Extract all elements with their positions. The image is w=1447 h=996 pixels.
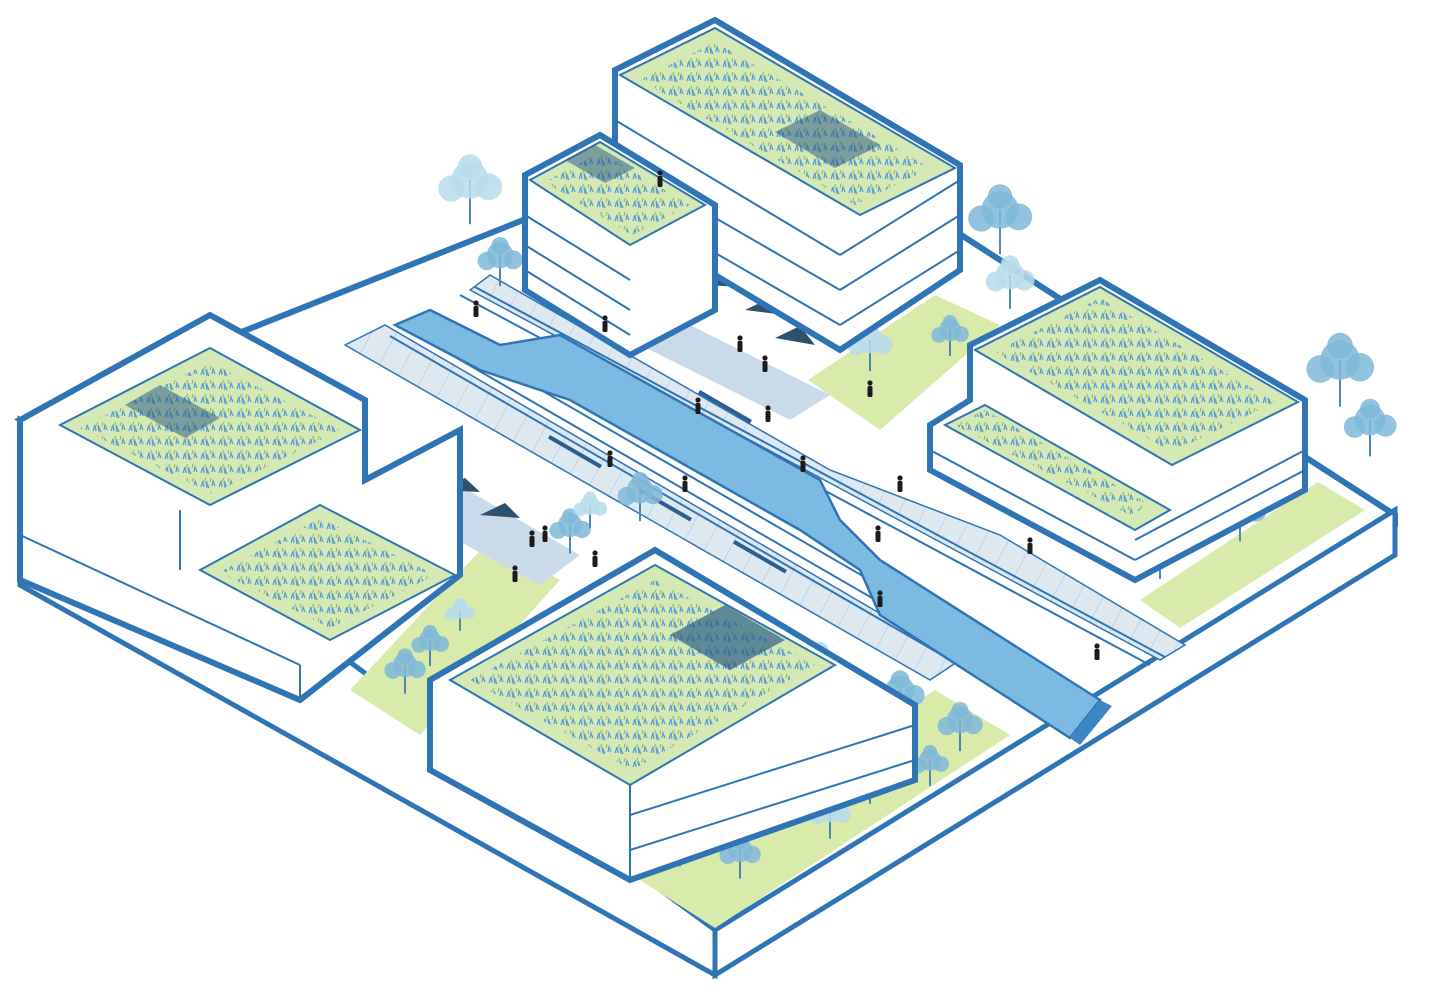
building-back-low [522,131,718,359]
tree [411,624,449,666]
tree [937,701,983,752]
person [737,335,743,352]
person [897,475,903,492]
person [877,590,883,607]
people [473,170,1100,660]
person [1027,537,1033,554]
person [657,170,663,187]
person [473,300,479,317]
tree [573,491,608,529]
tree [477,236,523,287]
person [1094,643,1100,660]
canal [392,308,1112,745]
person [875,525,881,542]
person [542,525,548,542]
tree [445,597,476,631]
person [602,315,608,332]
person [800,455,806,472]
tree [617,471,663,522]
tree [438,154,503,225]
person [762,355,768,372]
building-back-tall [612,16,963,354]
person [607,450,613,467]
tree [384,648,426,694]
person [695,397,701,414]
person [682,475,688,492]
tree [549,508,591,554]
person [592,550,598,567]
person [867,380,873,397]
tree [985,255,1035,309]
building-left [17,311,463,704]
person [765,405,771,422]
tree [968,184,1033,255]
tree [931,314,969,356]
building-front [427,546,918,884]
tree [1306,332,1375,407]
building-right [927,276,1308,584]
person [512,565,518,582]
person [529,530,535,547]
tree [1343,398,1397,457]
